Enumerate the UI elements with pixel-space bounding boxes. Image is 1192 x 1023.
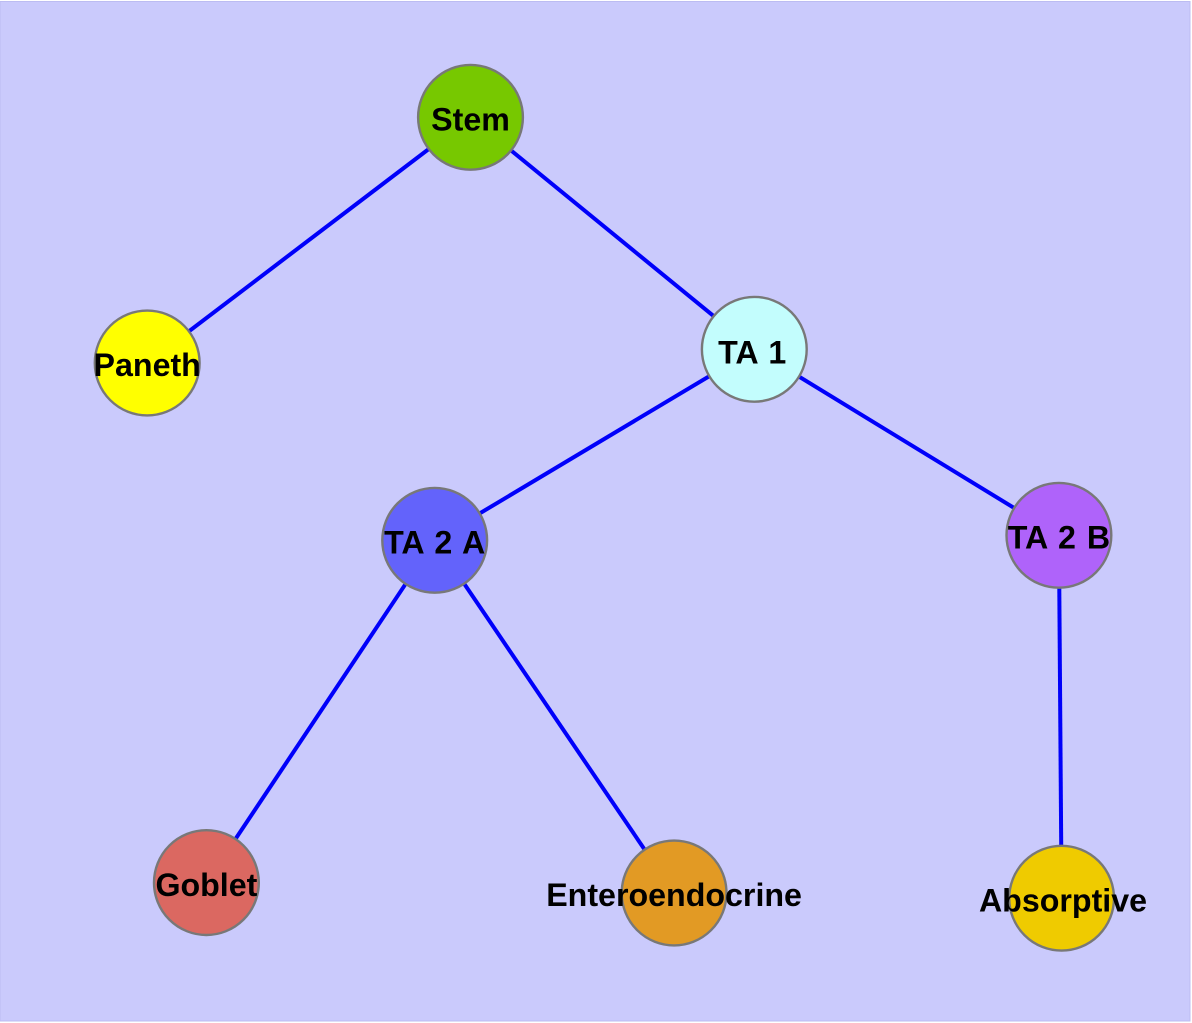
svg-text:Stem: Stem — [431, 102, 510, 138]
svg-text:Absorptive: Absorptive — [979, 882, 1147, 918]
svg-text:TA 1: TA 1 — [718, 334, 786, 370]
svg-text:TA 2 A: TA 2 A — [384, 525, 485, 561]
svg-text:TA 2 B: TA 2 B — [1008, 520, 1110, 556]
svg-text:Enteroendocrine: Enteroendocrine — [546, 877, 802, 913]
svg-text:Goblet: Goblet — [155, 867, 257, 903]
svg-text:Paneth: Paneth — [94, 347, 201, 383]
